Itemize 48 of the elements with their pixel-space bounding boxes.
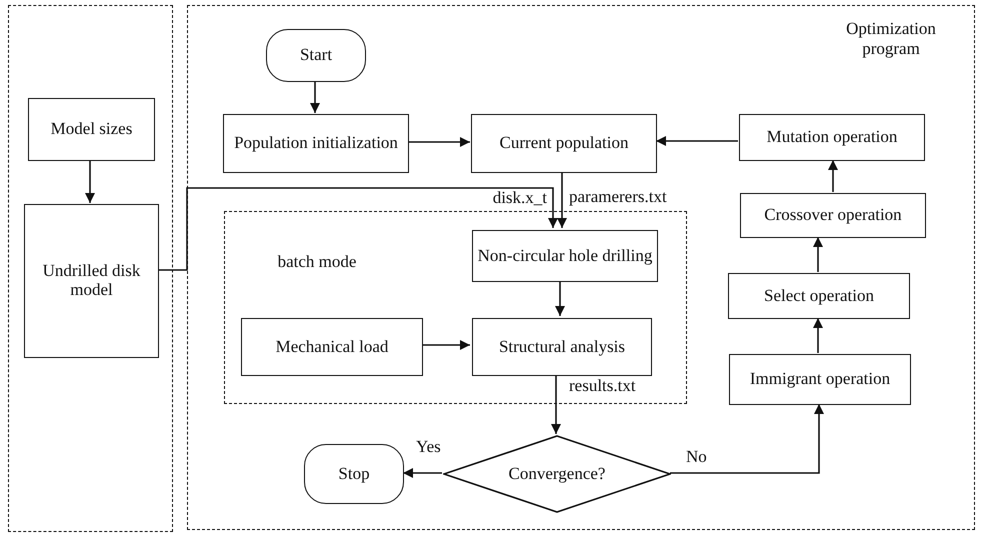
node-label: Non-circular hole drilling [478,246,652,266]
arrow [813,237,823,272]
panel-title: batch mode [276,252,358,272]
arrow [158,187,558,271]
node-label: Crossover operation [764,206,902,225]
process-box [740,193,926,238]
arrow [670,404,824,474]
node-label: Select operation [764,286,874,306]
process-box [739,114,925,161]
node-label: Stop [338,464,370,484]
process-box [241,318,423,376]
arrow [85,160,95,203]
node-label: Undrilled disk model [42,262,142,300]
process-box [472,230,658,282]
node-label: Mechanical load [276,338,388,356]
node-label: Convergence? [508,464,606,484]
node-label: Current population [500,134,628,153]
dashed-panel [224,211,687,404]
node-label: Immigrant operation [750,370,890,389]
process-box [223,114,409,173]
arrow [551,374,561,434]
process-box [729,354,911,405]
node-label: Population initialization [234,134,398,153]
process-box [28,98,155,161]
arrow [421,340,470,350]
decision-diamond [443,435,671,513]
arrow [403,468,442,478]
arrow [656,136,738,146]
terminal-box [304,444,404,504]
arrow [408,137,470,147]
dashed-panel [187,5,975,530]
arrow [828,160,838,192]
arrow [555,280,565,316]
process-box [24,204,159,358]
node-label: Start [300,46,332,65]
arrow [557,172,567,228]
node-label: Structural analysis [498,338,626,356]
process-box [471,114,657,173]
process-box [728,273,910,319]
panel-title: Optimization program [845,19,937,58]
process-box [472,318,652,376]
terminal-box [266,29,366,82]
node-label: Mutation operation [766,128,898,147]
node-label: Model sizes [50,120,132,139]
arrow [310,81,320,113]
dashed-panel [8,5,173,532]
arrow [813,318,823,353]
edge-label: disk.x_t [490,189,549,208]
